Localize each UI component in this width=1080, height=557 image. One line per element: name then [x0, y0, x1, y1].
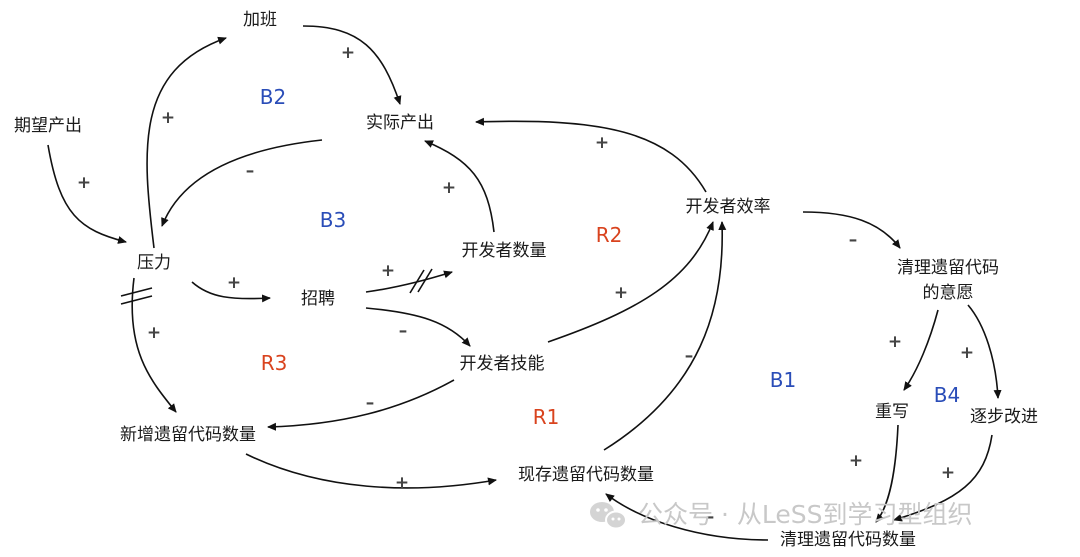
edge-hiring-to-skill: [365, 307, 471, 347]
edge-cleanup-will-to-rewrite: [903, 309, 939, 391]
edge-cleanup-will-to-gradual: [967, 304, 1002, 399]
sign-pressure-to-overtime: +: [161, 108, 175, 128]
sign-overtime-to-actual: +: [341, 43, 355, 63]
edge-pressure-to-hiring: [191, 281, 271, 303]
edge-cleanup-to-existing: [605, 493, 769, 541]
sign-newlegacy-to-existing: +: [395, 473, 409, 493]
edge-pressure-to-new-legacy: [131, 277, 177, 413]
edge-gradual-to-cleanup: [893, 434, 993, 522]
edge-efficiency-to-actual-output: [475, 117, 707, 193]
watermark-text: 公众号 · 从LeSS到学习型组织: [638, 500, 972, 529]
sign-cleanup-to-existing: –: [706, 507, 715, 527]
delay-mark-pressure-newlegacy-1: [120, 287, 153, 297]
edge-existing-to-efficiency: [603, 221, 727, 451]
sign-pressure-to-hiring: +: [227, 273, 241, 293]
node-dev-count: 开发者数量: [462, 241, 547, 261]
node-overtime: 加班: [243, 10, 277, 30]
delay-mark-hiring-devcount-1: [409, 269, 425, 294]
edge-actual-output-to-pressure: [161, 139, 323, 227]
node-pressure: 压力: [137, 253, 171, 273]
loop-label-b1: B1: [770, 368, 796, 392]
sign-skill-to-newlegacy: –: [366, 393, 375, 413]
delay-mark-pressure-newlegacy-2: [120, 295, 153, 305]
edge-new-legacy-to-existing: [245, 453, 497, 489]
delay-mark-hiring-devcount-2: [417, 268, 433, 293]
edge-overtime-to-actual-output: [302, 25, 402, 105]
sign-expected-to-pressure: +: [77, 173, 91, 193]
loop-label-b4: B4: [934, 383, 960, 407]
edge-rewrite-to-cleanup: [875, 424, 899, 523]
node-cleanup-will-line1: 清理遗留代码: [897, 258, 999, 278]
edge-pressure-to-overtime: [146, 36, 227, 249]
edge-efficiency-to-cleanup-will: [802, 211, 901, 249]
node-gradual-improve: 逐步改进: [970, 407, 1038, 427]
sign-hiring-to-devcount: +: [381, 261, 395, 281]
edge-skill-to-efficiency: [547, 221, 714, 343]
edge-hiring-to-devcount: [365, 270, 453, 293]
sign-rewrite-to-cleanup: +: [849, 451, 863, 471]
loop-label-r2: R2: [596, 223, 623, 247]
node-cleanup-will-line2: 的意愿: [923, 283, 974, 303]
sign-pressure-to-newlegacy: +: [147, 323, 161, 343]
node-dev-skill: 开发者技能: [460, 354, 545, 374]
wechat-icon: [590, 502, 627, 530]
sign-existing-to-efficiency: –: [685, 346, 694, 366]
edge-skill-to-new-legacy: [267, 379, 455, 431]
loop-label-b2: B2: [260, 85, 286, 109]
node-actual-output: 实际产出: [366, 113, 434, 133]
sign-hiring-to-skill: –: [399, 321, 408, 341]
sign-will-to-rewrite: +: [888, 332, 902, 352]
sign-gradual-to-cleanup: +: [941, 463, 955, 483]
sign-skill-to-efficiency: +: [614, 283, 628, 303]
sign-actual-to-pressure: –: [246, 161, 255, 181]
sign-will-to-gradual: +: [960, 343, 974, 363]
edge-expected-to-pressure: [47, 144, 127, 244]
loop-label-b3: B3: [320, 208, 346, 232]
node-new-legacy: 新增遗留代码数量: [120, 425, 256, 445]
node-existing-legacy: 现存遗留代码数量: [518, 465, 654, 485]
loop-label-r1: R1: [533, 405, 560, 429]
node-cleanup-count: 清理遗留代码数量: [780, 530, 916, 550]
sign-efficiency-to-actual: +: [595, 133, 609, 153]
edge-devcount-to-actual-output: [424, 140, 495, 233]
node-dev-efficiency: 开发者效率: [686, 197, 771, 217]
node-hiring: 招聘: [301, 289, 335, 309]
sign-devcount-to-actual: +: [442, 178, 456, 198]
node-expected-output: 期望产出: [14, 116, 82, 136]
loop-label-r3: R3: [261, 351, 288, 375]
node-rewrite: 重写: [875, 402, 909, 422]
sign-efficiency-to-will: –: [849, 230, 858, 250]
